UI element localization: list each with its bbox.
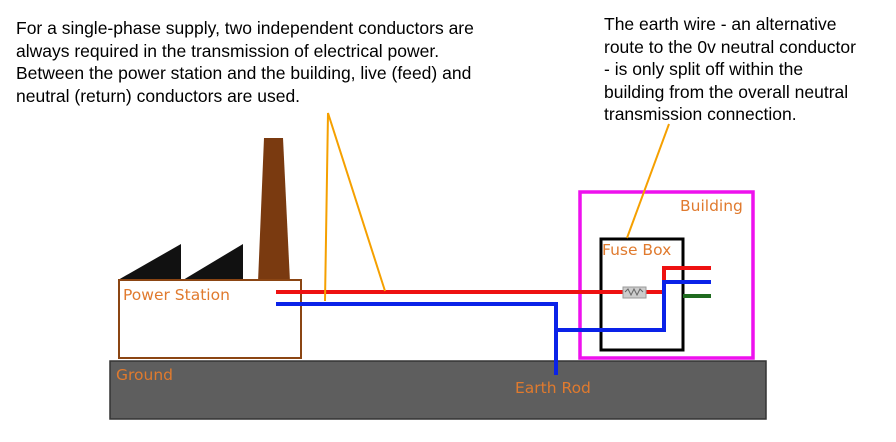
earth-note-line: - is only split off within the xyxy=(604,59,804,79)
earth-note-line: route to the 0v neutral conductor xyxy=(604,36,856,57)
neutral-wire xyxy=(276,280,711,332)
transmission-note: For a single-phase supply, two independe… xyxy=(16,18,474,106)
earth-note-leader-line xyxy=(626,123,670,239)
ground-slab xyxy=(109,360,767,420)
earth-note-line: The earth wire - an alternative xyxy=(604,14,837,34)
power-station-outline xyxy=(118,279,302,359)
ground-label: Ground xyxy=(116,366,174,384)
building-label: Building xyxy=(680,197,743,215)
factory-roof-2 xyxy=(183,244,243,280)
chimney xyxy=(258,138,290,282)
earth-note-line: transmission connection. xyxy=(604,104,797,124)
transmission-leader-lines xyxy=(324,112,386,302)
fuse-box-label: Fuse Box xyxy=(602,241,672,259)
earth-wire-note: The earth wire - an alternative route to… xyxy=(604,13,894,126)
earth-note-line: building from the overall neutral xyxy=(604,81,849,102)
factory-roof-1 xyxy=(118,244,181,280)
fuse-element-zigzag xyxy=(624,287,644,297)
building-outline xyxy=(578,190,755,360)
fuse-element xyxy=(622,286,647,299)
earth-rod-label: Earth Rod xyxy=(515,379,591,397)
power-station-label: Power Station xyxy=(123,286,230,304)
